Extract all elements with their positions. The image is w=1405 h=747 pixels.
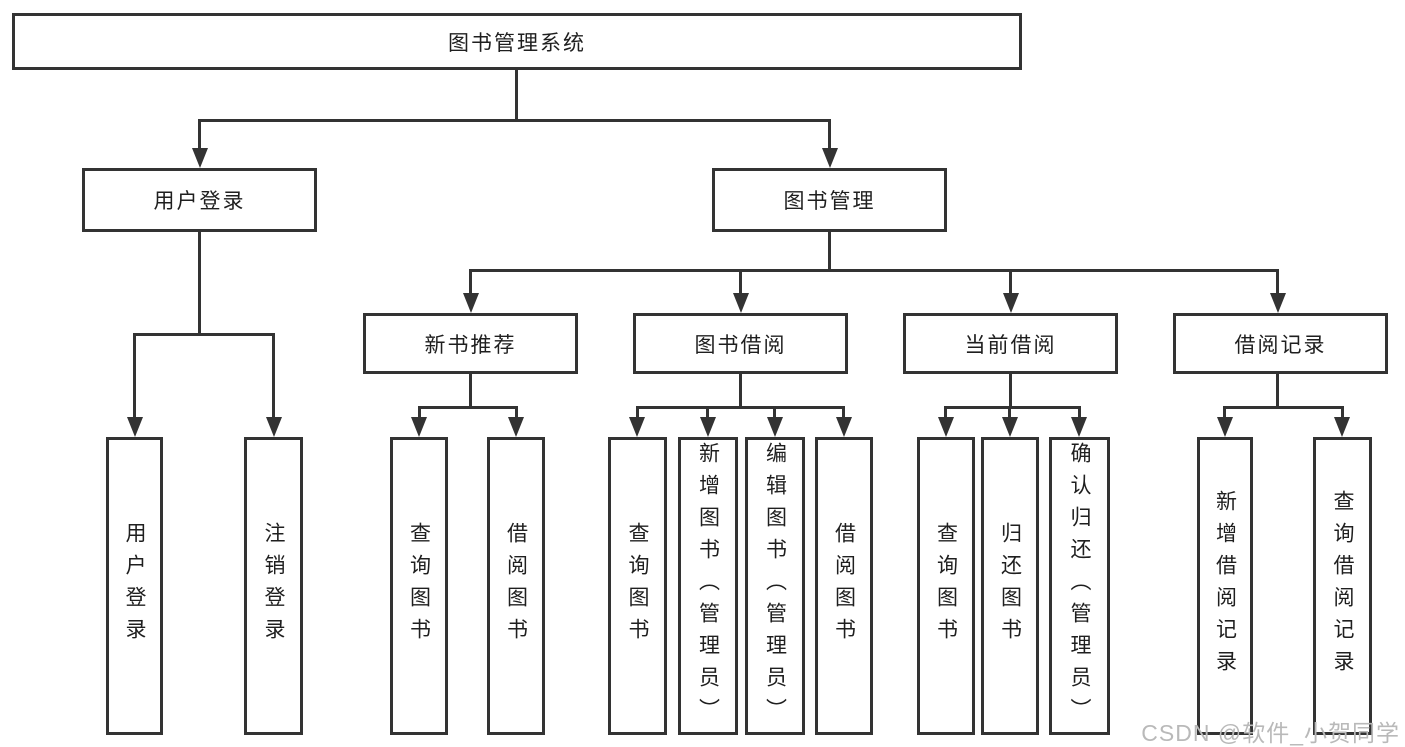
connector: [944, 406, 947, 420]
leaf-return-books: 归还图书: [981, 437, 1039, 735]
connector: [944, 406, 1080, 409]
arrowhead-icon: [767, 417, 783, 437]
connector: [1223, 406, 1342, 409]
node-root-label: 图书管理系统: [448, 31, 586, 55]
connector: [469, 269, 1279, 272]
leaf-borrow-books-recommend-label: 借阅图书: [504, 522, 528, 650]
arrowhead-icon: [1334, 417, 1350, 437]
connector: [1009, 269, 1012, 293]
connector: [1078, 406, 1081, 420]
connector: [706, 406, 709, 420]
leaf-edit-book-admin-label: 编辑图书（管理员）: [763, 442, 787, 730]
node-user-login: 用户登录: [82, 168, 317, 232]
leaf-borrow-books-borrowing: 借阅图书: [815, 437, 873, 735]
connector: [828, 119, 831, 159]
node-borrowing-records: 借阅记录: [1173, 313, 1388, 374]
connector: [773, 406, 776, 420]
leaf-confirm-return-admin-label: 确认归还（管理员）: [1068, 442, 1091, 730]
connector: [515, 70, 518, 121]
leaf-query-borrow-record-label: 查询借阅记录: [1331, 490, 1354, 682]
leaf-add-book-admin-label: 新增图书（管理员）: [696, 442, 720, 730]
arrowhead-icon: [629, 417, 645, 437]
node-current-borrowing: 当前借阅: [903, 313, 1118, 374]
arrowhead-icon: [836, 417, 852, 437]
connector: [198, 119, 831, 122]
leaf-borrow-books-borrowing-label: 借阅图书: [832, 522, 856, 650]
connector: [515, 406, 518, 420]
connector: [636, 406, 639, 420]
connector: [418, 406, 421, 420]
leaf-query-books-current-label: 查询图书: [934, 522, 958, 650]
arrowhead-icon: [733, 293, 749, 313]
connector: [272, 333, 275, 417]
leaf-add-book-admin: 新增图书（管理员）: [678, 437, 738, 735]
arrowhead-icon: [822, 148, 838, 168]
arrowhead-icon: [192, 148, 208, 168]
connector: [1276, 269, 1279, 293]
node-new-book-recommend: 新书推荐: [363, 313, 578, 374]
leaf-query-borrow-record: 查询借阅记录: [1313, 437, 1372, 735]
connector: [198, 232, 201, 336]
connector: [828, 232, 831, 272]
node-book-borrowing-label: 图书借阅: [694, 333, 787, 357]
leaf-query-books-borrowing-label: 查询图书: [626, 522, 649, 650]
node-book-management-label: 图书管理: [783, 190, 876, 213]
node-new-book-recommend-label: 新书推荐: [424, 333, 517, 357]
arrowhead-icon: [1217, 417, 1233, 437]
leaf-user-login: 用户登录: [106, 437, 163, 735]
arrowhead-icon: [127, 417, 143, 437]
leaf-return-books-label: 归还图书: [998, 522, 1022, 650]
arrowhead-icon: [1002, 417, 1018, 437]
connector: [1008, 406, 1011, 420]
connector: [469, 374, 472, 408]
arrowhead-icon: [938, 417, 954, 437]
leaf-query-books-borrowing: 查询图书: [608, 437, 667, 735]
leaf-query-books-recommend-label: 查询图书: [407, 522, 431, 650]
arrowhead-icon: [1071, 417, 1087, 437]
leaf-confirm-return-admin: 确认归还（管理员）: [1049, 437, 1110, 735]
arrowhead-icon: [463, 293, 479, 313]
connector: [133, 333, 274, 336]
node-current-borrowing-label: 当前借阅: [964, 333, 1057, 357]
connector: [469, 269, 472, 293]
node-user-login-label: 用户登录: [153, 190, 246, 213]
connector: [1276, 374, 1279, 408]
connector: [1223, 406, 1226, 420]
leaf-user-login-label: 用户登录: [123, 522, 146, 650]
node-borrowing-records-label: 借阅记录: [1234, 333, 1327, 357]
node-book-borrowing: 图书借阅: [633, 313, 848, 374]
csdn-watermark: CSDN @软件_小贺同学: [1141, 720, 1400, 746]
leaf-logout: 注销登录: [244, 437, 303, 735]
leaf-add-borrow-record: 新增借阅记录: [1197, 437, 1253, 735]
arrowhead-icon: [266, 417, 282, 437]
connector: [842, 406, 845, 420]
connector: [1341, 406, 1344, 420]
connector: [1009, 374, 1012, 408]
arrowhead-icon: [1003, 293, 1019, 313]
leaf-add-borrow-record-label: 新增借阅记录: [1213, 490, 1237, 682]
node-root: 图书管理系统: [12, 13, 1022, 70]
connector: [418, 406, 518, 409]
arrowhead-icon: [411, 417, 427, 437]
leaf-query-books-recommend: 查询图书: [390, 437, 448, 735]
leaf-logout-label: 注销登录: [262, 522, 285, 650]
connector: [133, 333, 136, 417]
connector: [739, 374, 742, 408]
arrowhead-icon: [508, 417, 524, 437]
connector: [636, 406, 845, 409]
leaf-edit-book-admin: 编辑图书（管理员）: [745, 437, 805, 735]
leaf-borrow-books-recommend: 借阅图书: [487, 437, 545, 735]
node-book-management: 图书管理: [712, 168, 947, 232]
arrowhead-icon: [700, 417, 716, 437]
connector: [739, 269, 742, 293]
arrowhead-icon: [1270, 293, 1286, 313]
connector: [198, 119, 201, 159]
leaf-query-books-current: 查询图书: [917, 437, 975, 735]
